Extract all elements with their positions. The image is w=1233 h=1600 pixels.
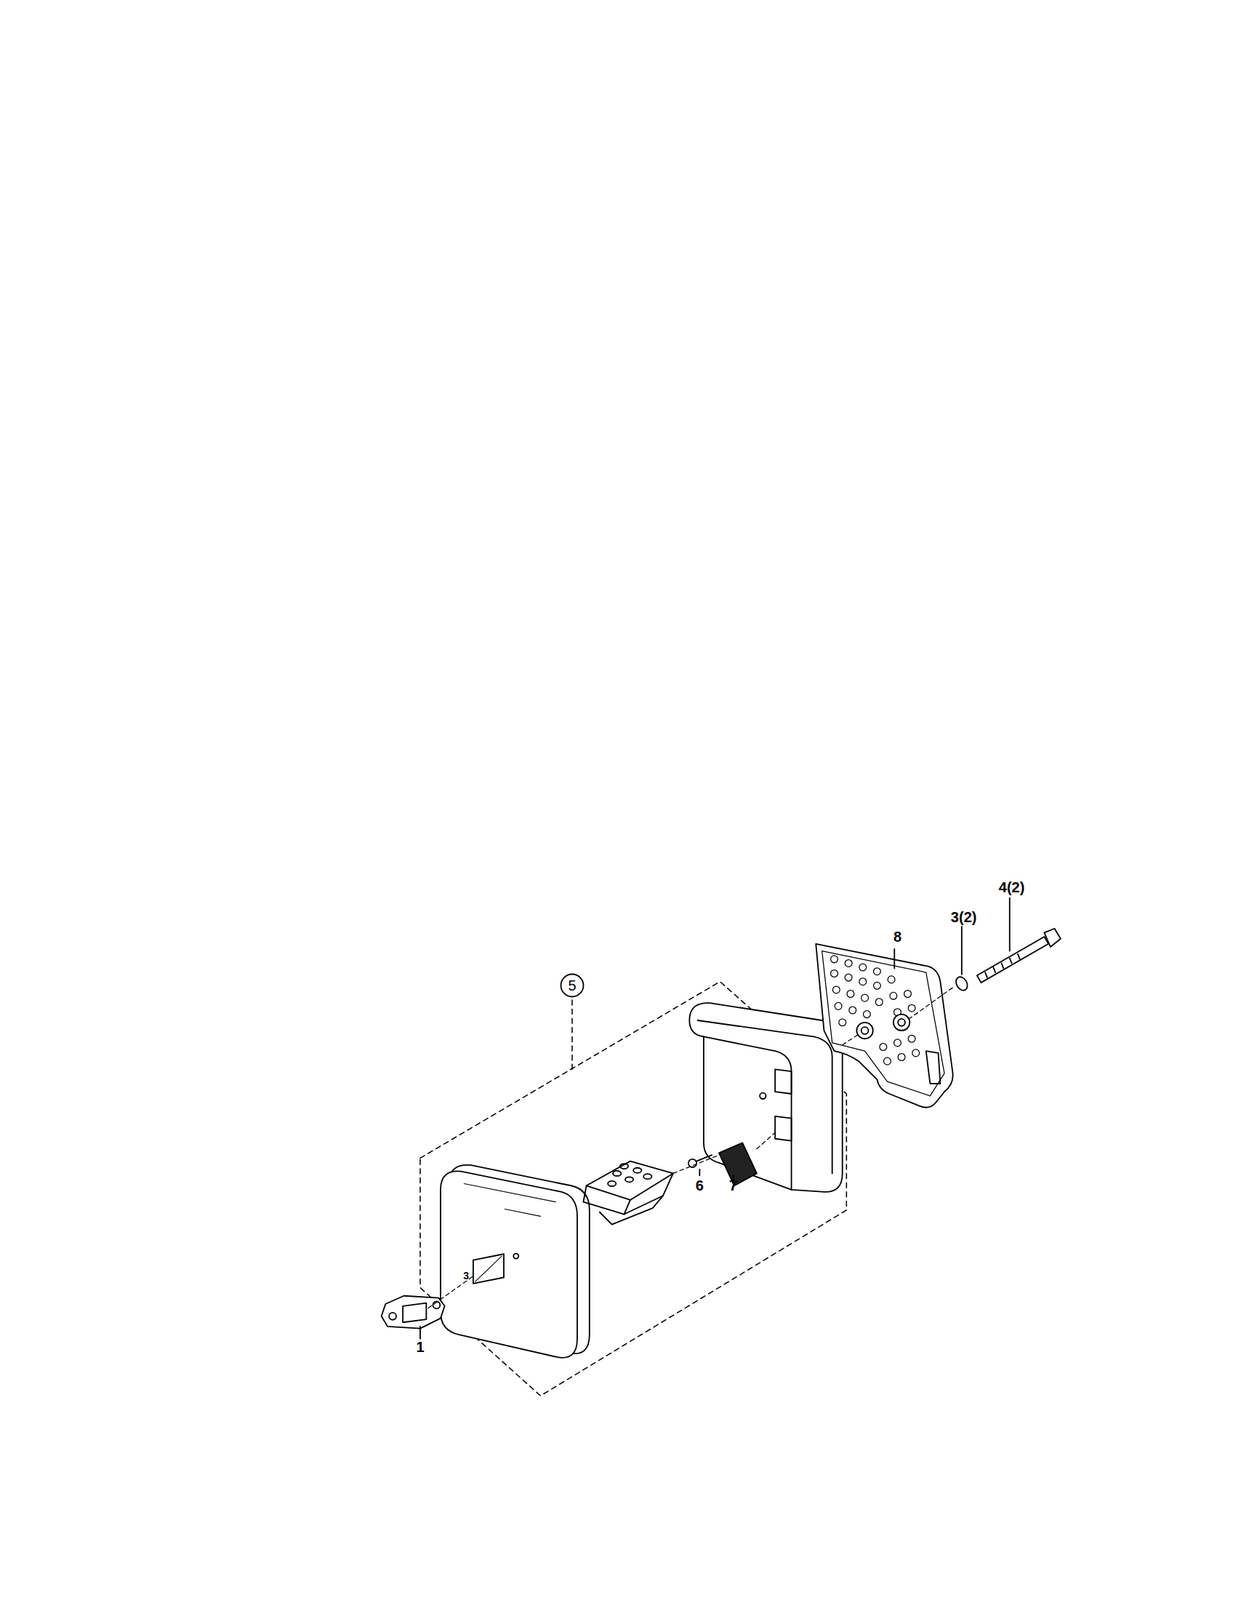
screw (688, 1154, 712, 1167)
callout-number: 1 (415, 1339, 424, 1354)
assembly-boundary (420, 981, 847, 1396)
washer (953, 974, 970, 992)
callout-number: 5 (567, 977, 576, 993)
callout-number: 8 (893, 929, 902, 944)
leader-line (420, 897, 1010, 1339)
circle-outline (560, 974, 584, 997)
deflector-plate (719, 1142, 757, 1186)
leader-line (571, 999, 573, 1071)
callout-number: 4(2) (998, 879, 1026, 895)
bolt (977, 928, 1061, 983)
alignment-line (428, 987, 953, 1308)
callout-number: 3 (463, 1270, 469, 1281)
front-shell (440, 1164, 590, 1358)
rear-shell (689, 1002, 842, 1192)
baffle (583, 1161, 673, 1225)
callout-number: 7 (729, 1177, 738, 1193)
callout-circle: 5 (559, 972, 585, 998)
callout-number: 6 (695, 1177, 704, 1193)
callout-number: 3(2) (950, 909, 978, 925)
gasket (381, 1295, 445, 1329)
heat-shield (815, 943, 953, 1108)
